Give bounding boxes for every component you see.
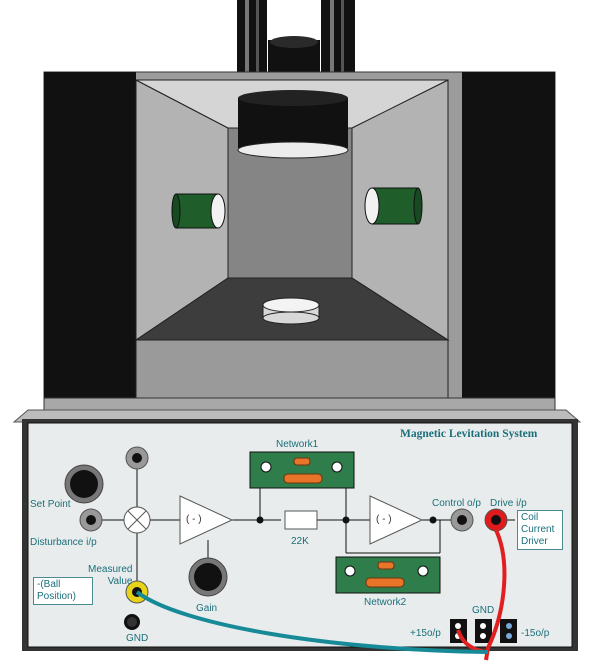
inverting-amplifier-1 [179,495,234,545]
junction-dot [256,516,264,524]
network1-board [249,451,355,489]
enclosure [43,71,556,411]
junction-dot [342,516,350,524]
disturbance-label: Disturbance i/p [30,537,97,548]
electromagnet-coil [237,90,349,159]
network2-board [335,556,441,594]
red-drive-wire [484,529,507,661]
control-output-socket[interactable] [450,508,474,532]
plus15-label: +15o/p [410,628,441,639]
measured-value-label: Measured Value [88,564,133,587]
ball-position-box: -(Ball Position) [33,577,93,605]
gnd-socket-left[interactable] [124,614,140,630]
coil-driver-box: Coil Current Driver [517,510,563,550]
gnd-left-label: GND [126,633,149,644]
right-sensor-coil [364,187,423,225]
summing-junction [123,506,151,534]
inverter1-label: ( - ) [186,514,202,525]
minus15-label: -15o/p [521,628,550,639]
gain-label: Gain [196,603,218,614]
drive-input-label: Drive i/p [490,498,527,509]
top-socket[interactable] [125,446,149,470]
gnd-right-label: GND [472,605,495,616]
teal-feedback-wire [135,590,489,654]
network2-label: Network2 [364,597,407,608]
junction-dot [429,516,437,524]
support-rods [237,0,355,72]
gain-knob[interactable] [188,557,228,597]
control-output-label: Control o/p [432,498,481,509]
levitation-puck [262,297,320,325]
inverter2-label: ( - ) [376,514,392,525]
network1-label: Network1 [276,439,319,450]
resistor-22k [284,510,318,530]
drive-input-socket[interactable] [484,508,508,532]
set-point-label: Set Point [30,499,71,510]
setpoint-knob[interactable] [64,464,104,504]
control-panel [12,409,582,651]
resistor-label: 22K [291,536,309,547]
left-sensor-coil [171,193,226,229]
panel-title: Magnetic Levitation System [400,428,538,440]
inverting-amplifier-2 [369,495,424,545]
disturbance-socket[interactable] [79,508,103,532]
